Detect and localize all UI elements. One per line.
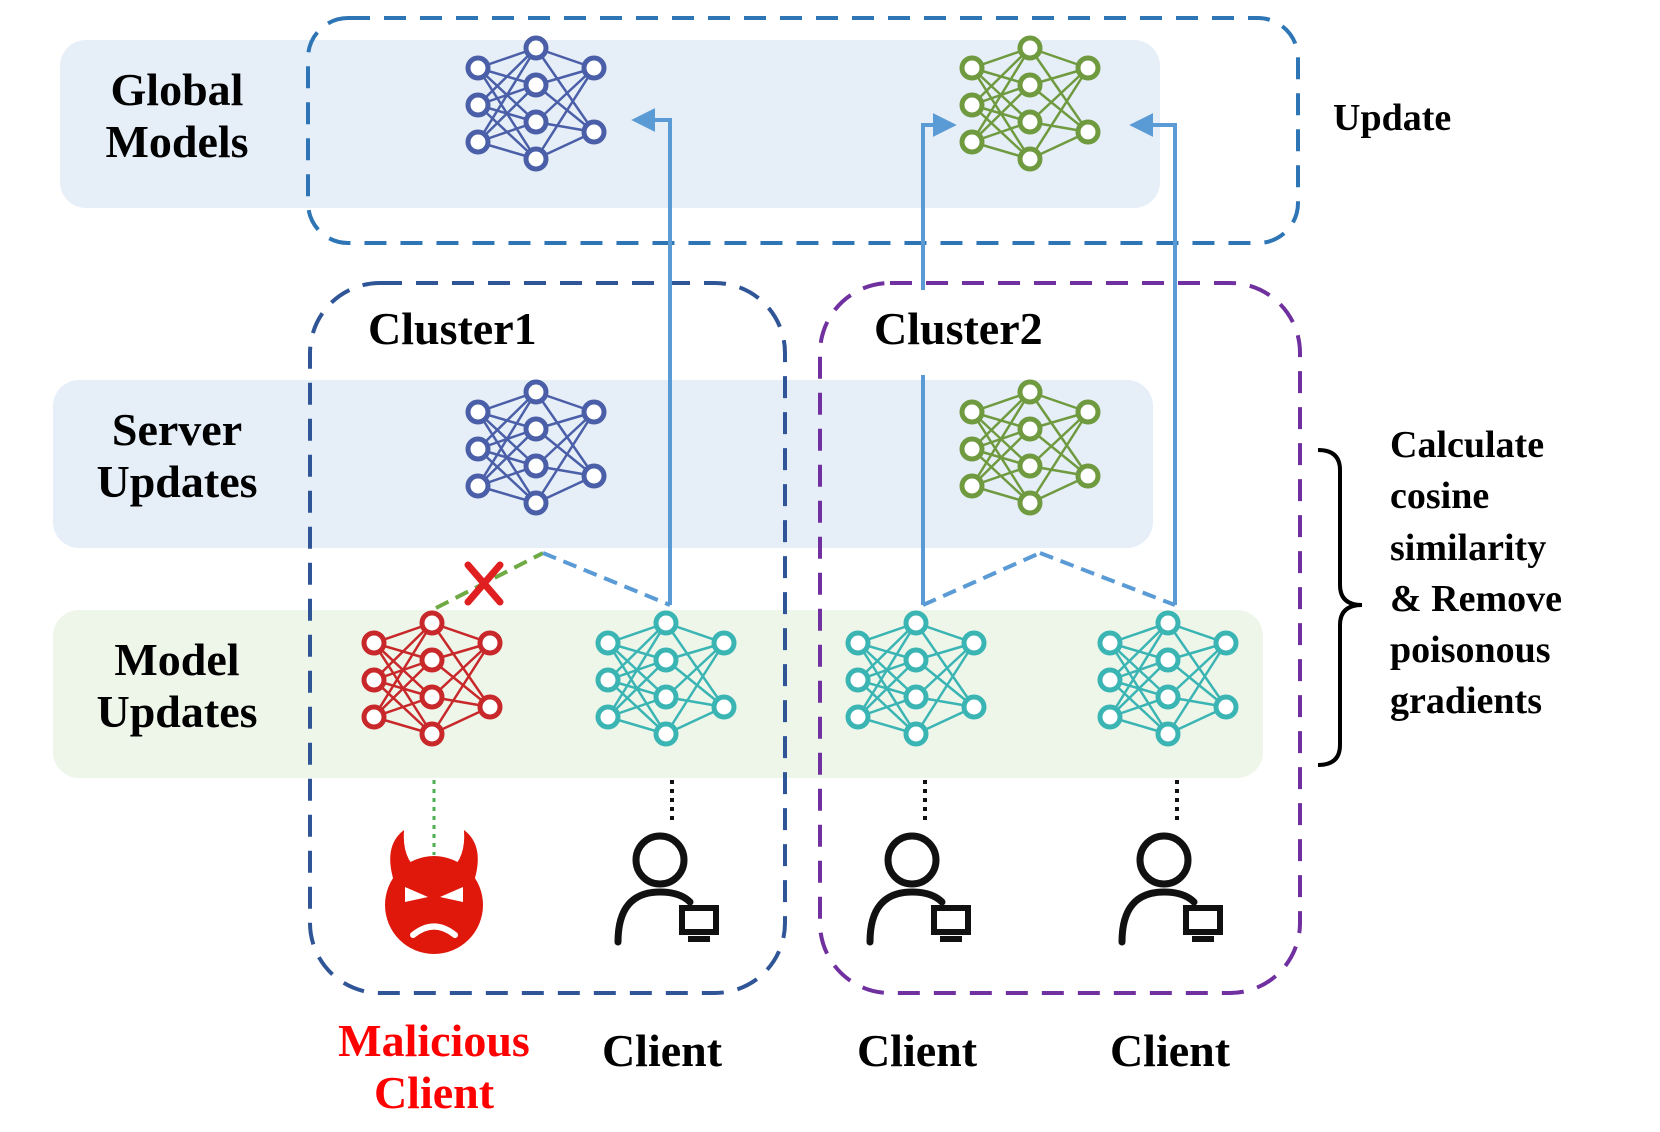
client1-model-update-network-icon [595,610,737,747]
cross-icon [464,561,504,606]
global-models-label: Global Models [105,64,249,167]
client2-label: Client [856,1025,978,1076]
server-update-1-network-icon [465,379,607,516]
model-updates-label: Model Updates [96,634,258,737]
global-models-border [306,16,1300,245]
client2-user-computer-icon [866,832,971,946]
malicious-model-update-network-icon [361,610,503,747]
client1-user-computer-icon [614,832,719,946]
client2-model-update-network-icon [845,610,987,747]
cluster2-border [818,281,1302,995]
calculate-similarity-label: Calculate cosine similarity & Remove poi… [1390,424,1562,723]
global-model-1-network-icon [465,35,607,172]
right-brace [1317,448,1363,767]
update-arrow-cluster2-left [921,113,957,290]
malicious-client-label: Malicious Client [338,1015,530,1118]
server-updates-label: Server Updates [96,404,258,507]
malicious-link [435,551,544,610]
cluster2-label: Cluster2 [874,303,1043,354]
client2-link [922,551,1041,607]
cluster1-label: Cluster1 [368,303,537,354]
client3-model-update-network-icon [1097,610,1239,747]
devil-face-icon [385,830,483,954]
update-arrow-cluster2-right [1129,113,1177,605]
global-model-2-network-icon [959,35,1101,172]
client3-link [1039,551,1176,607]
client1-label: Client [601,1025,723,1076]
update-arrow-cluster1 [631,108,672,605]
server-update-2-network-icon [959,379,1101,516]
update-label: Update [1333,97,1452,139]
client3-label: Client [1109,1025,1231,1076]
client1-link [542,551,671,607]
client3-user-computer-icon [1118,832,1223,946]
cluster1-border [308,281,787,995]
